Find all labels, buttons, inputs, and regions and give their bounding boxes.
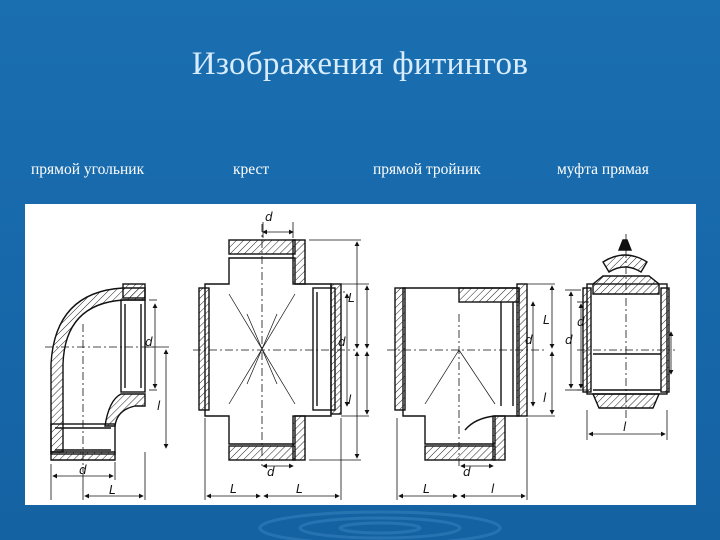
cross-dim-l-right: l: [348, 393, 352, 407]
coupling-dim-d: d: [565, 333, 573, 347]
coupling-dim-l: l: [623, 420, 627, 434]
caption-elbow: прямой угольник: [31, 161, 145, 178]
tee-drawing: [387, 283, 555, 500]
cross-dim-L-bottom2: L: [296, 482, 303, 496]
elbow-dim-l: l: [157, 399, 161, 413]
elbow-dim-L: L: [109, 483, 116, 497]
tee-dim-d-bottom: d: [463, 465, 471, 479]
caption-coupling: муфта прямая: [557, 161, 649, 178]
cross-dim-L-right: L: [348, 291, 355, 305]
tee-dim-l-bottom: l: [491, 482, 495, 496]
cross-drawing: [193, 222, 370, 500]
tee-dim-d-right: d: [525, 333, 533, 347]
cross-dim-L-bottom: L: [230, 482, 237, 496]
elbow-drawing: [45, 283, 169, 500]
coupling-dim-d2: d: [577, 315, 585, 329]
elbow-dim-d2: d: [79, 463, 87, 477]
caption-tee: прямой тройник: [373, 161, 481, 178]
caption-cross: крест: [233, 161, 270, 178]
cross-dim-d-right: d: [338, 335, 346, 349]
slide-title: Изображения фитингов: [191, 46, 529, 82]
drawing-panel: d l d L: [25, 204, 696, 505]
tee-dim-L-bottom: L: [423, 482, 430, 496]
coupling-drawing: [565, 234, 675, 440]
tee-dim-L-right: L: [543, 313, 550, 327]
elbow-dim-d: d: [145, 335, 153, 349]
tee-dim-l-right: l: [543, 391, 547, 405]
cross-dim-d-bottom: d: [267, 465, 275, 479]
cross-dim-d-top: d: [265, 210, 273, 224]
